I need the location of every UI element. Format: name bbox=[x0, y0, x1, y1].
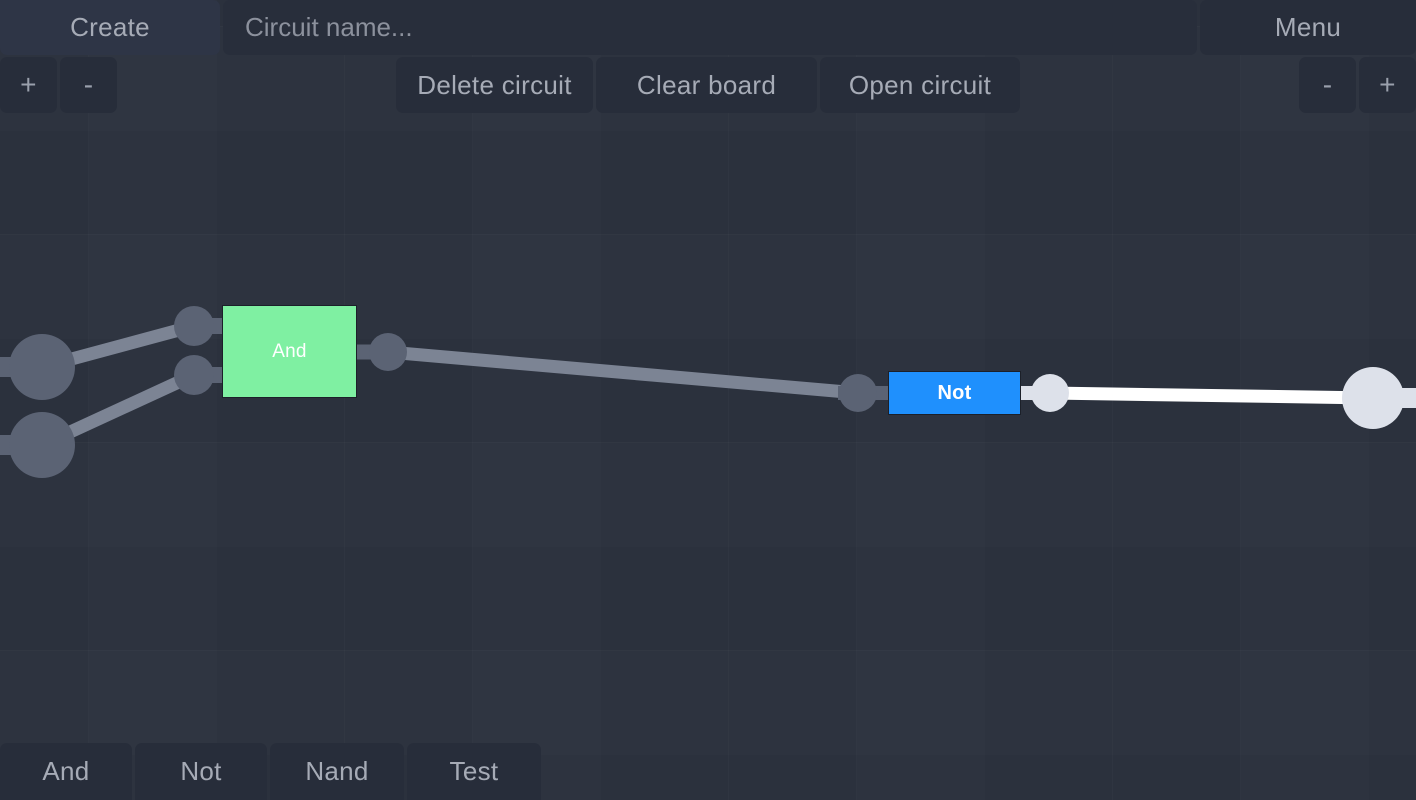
circuit-name-input[interactable] bbox=[223, 0, 1197, 55]
clear-board-button[interactable]: Clear board bbox=[596, 57, 817, 113]
output-node-1[interactable] bbox=[1342, 367, 1404, 429]
menu-button[interactable]: Menu bbox=[1200, 0, 1416, 55]
zoom-in-button[interactable]: + bbox=[0, 57, 57, 113]
palette-item-not[interactable]: Not bbox=[135, 743, 267, 800]
gate-palette: And Not Nand Test bbox=[0, 743, 541, 800]
input-node-a[interactable] bbox=[9, 334, 75, 400]
gate-and[interactable]: And bbox=[222, 305, 357, 398]
toolbar-spacer-right bbox=[1020, 57, 1299, 113]
open-circuit-button[interactable]: Open circuit bbox=[820, 57, 1020, 113]
not-output-port[interactable] bbox=[1031, 374, 1069, 412]
top-toolbar-row-1: Create Menu bbox=[0, 0, 1416, 55]
and-input-port-2[interactable] bbox=[174, 355, 214, 395]
gate-and-label: And bbox=[272, 340, 307, 362]
palette-item-nand[interactable]: Nand bbox=[270, 743, 404, 800]
toolbar-spacer-left bbox=[117, 57, 396, 113]
create-button[interactable]: Create bbox=[0, 0, 220, 55]
top-toolbar-row-2: + - Delete circuit Clear board Open circ… bbox=[0, 57, 1416, 113]
input-node-b[interactable] bbox=[9, 412, 75, 478]
palette-item-and[interactable]: And bbox=[0, 743, 132, 800]
gate-not-label: Not bbox=[937, 381, 972, 404]
and-input-port-1[interactable] bbox=[174, 306, 214, 346]
board-zoom-out-button[interactable]: - bbox=[1299, 57, 1356, 113]
left-zoom-group: + - bbox=[0, 57, 117, 113]
and-output-port[interactable] bbox=[369, 333, 407, 371]
not-input-port[interactable] bbox=[839, 374, 877, 412]
palette-item-test[interactable]: Test bbox=[407, 743, 541, 800]
gate-not[interactable]: Not bbox=[888, 371, 1021, 415]
right-zoom-group: - + bbox=[1299, 57, 1416, 113]
delete-circuit-button[interactable]: Delete circuit bbox=[396, 57, 593, 113]
circuit-actions-group: Delete circuit Clear board Open circuit bbox=[396, 57, 1020, 113]
board-zoom-in-button[interactable]: + bbox=[1359, 57, 1416, 113]
zoom-out-button[interactable]: - bbox=[60, 57, 117, 113]
